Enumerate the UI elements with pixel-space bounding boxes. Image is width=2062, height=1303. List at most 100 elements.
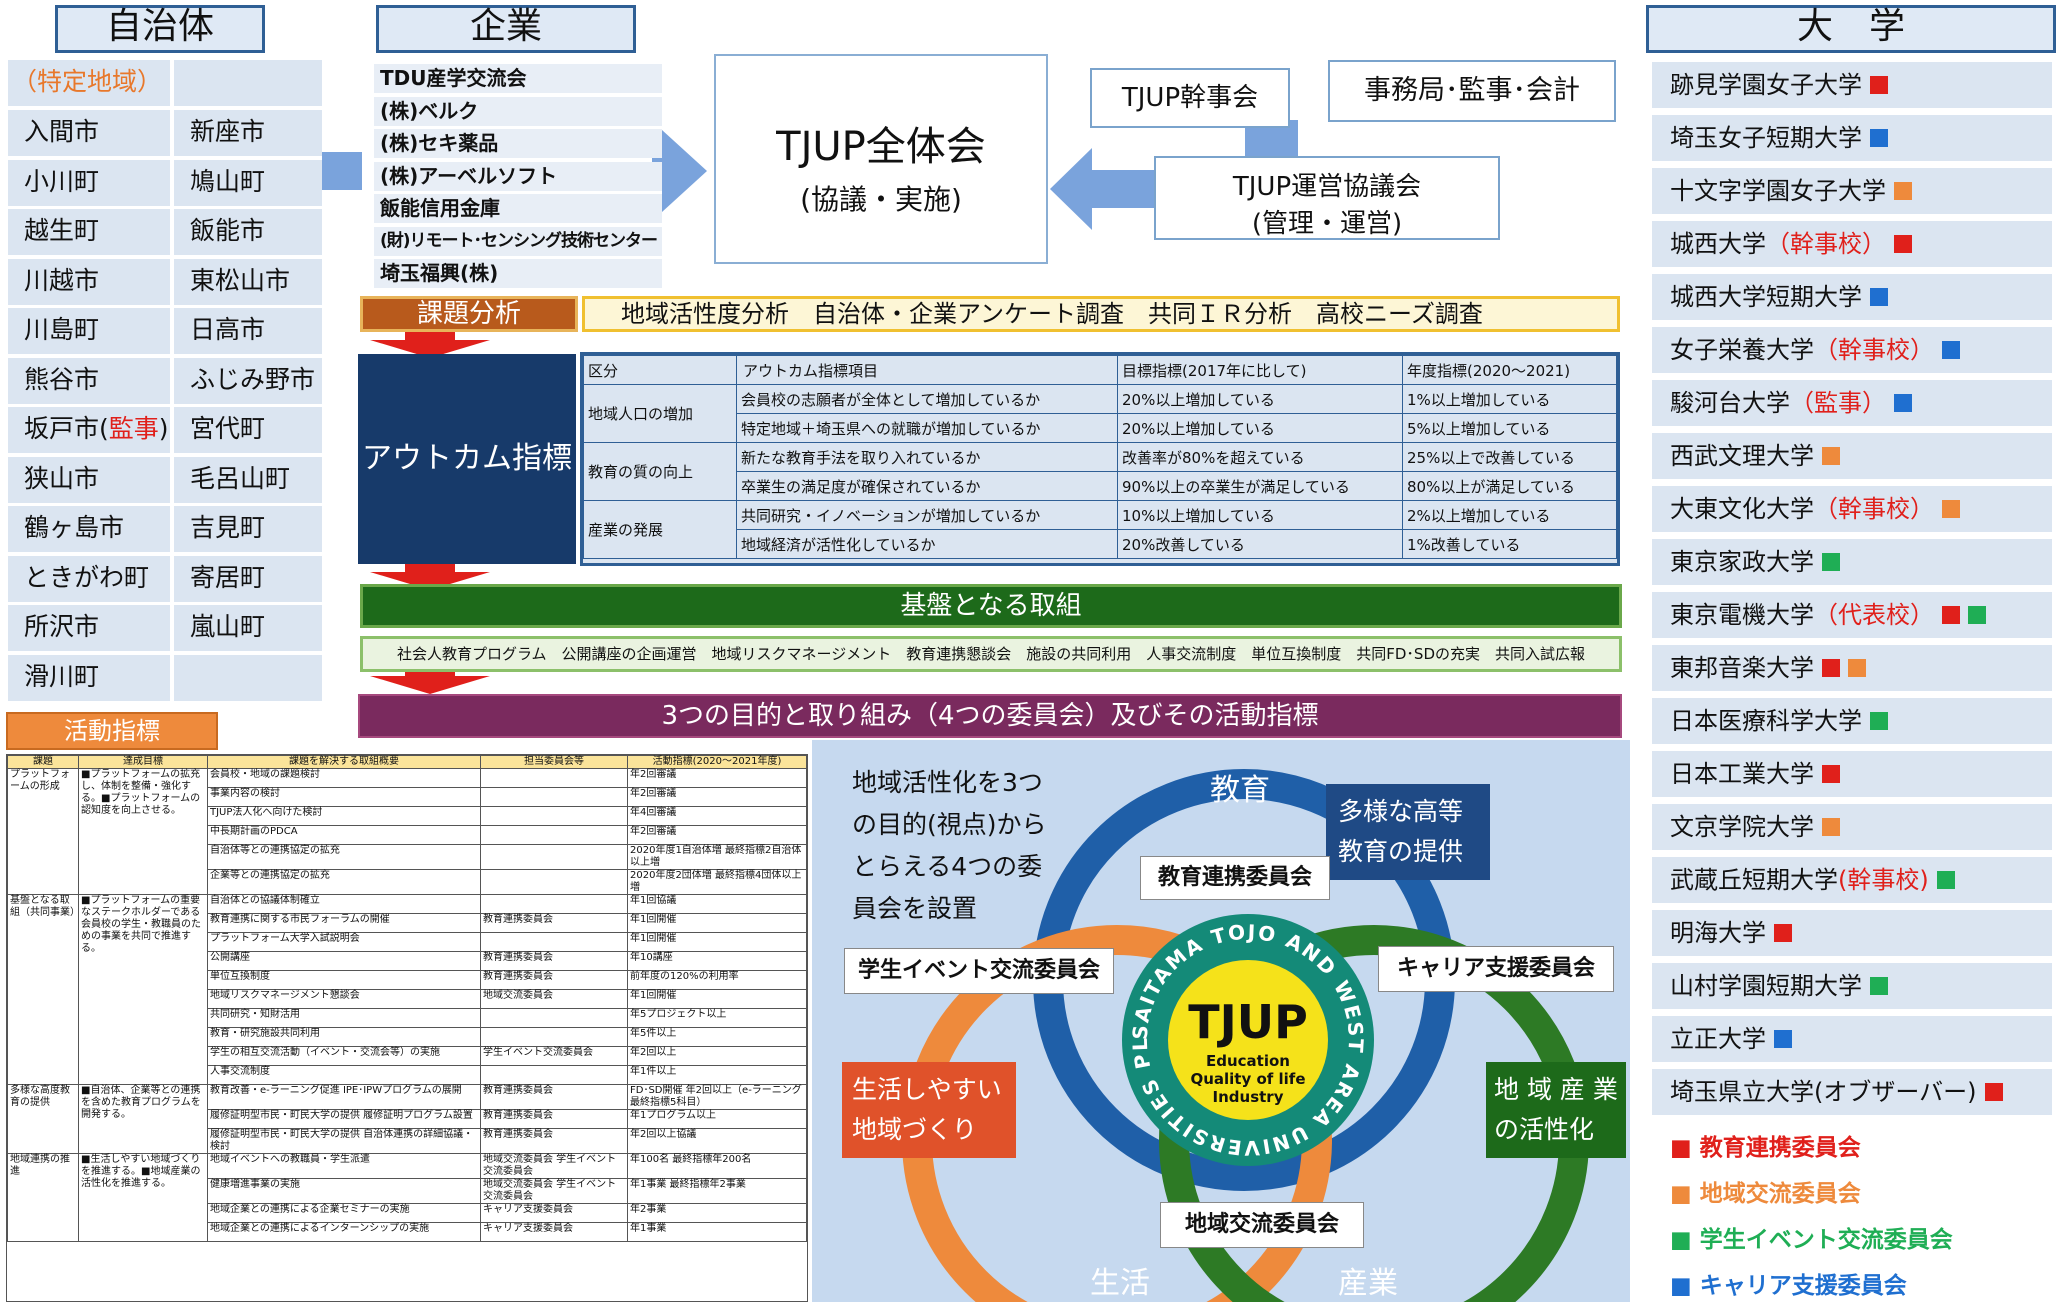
university-name: 武蔵丘短期大学 xyxy=(1670,866,1838,894)
legend-item: ■ キャリア支援委員会 xyxy=(1670,1273,1907,1299)
committee-career: キャリア支援委員会 xyxy=(1378,946,1614,992)
outcome-target: 20%以上増加している xyxy=(1117,384,1403,414)
municipality-item: 鶴ヶ島市 xyxy=(8,506,170,552)
university-item: 跡見学園女子大学 xyxy=(1652,62,2052,108)
outcome-item: 会員校の志願者が全体として増加しているか xyxy=(736,384,1118,414)
university-item: 山村学園短期大学 xyxy=(1652,963,2052,1009)
katsudo-action: 事業内容の検討 xyxy=(207,787,481,807)
katsudo-indicator: 年2回以上協議 xyxy=(627,1128,807,1154)
university-item: 西武文理大学 xyxy=(1652,433,2052,479)
kigyo-header: 企業 xyxy=(376,5,636,53)
committee-mark-icon xyxy=(1822,553,1840,571)
outcome-target: 20%改善している xyxy=(1117,529,1403,559)
katsudo-committee xyxy=(480,1008,628,1028)
katsudo-goal: ■プラットフォームの重要なステークホルダーである会員校の学生・教職員のための事業… xyxy=(78,894,208,1085)
katsudo-h2: 課題を解決する取組概要 xyxy=(207,755,481,769)
municipality-item: ふじみ野市 xyxy=(174,357,322,404)
municipality-item: 新座市 xyxy=(174,110,322,156)
university-item: 日本医療科学大学 xyxy=(1652,698,2052,744)
katsudo-goal: ■生活しやすい地域づくりを推進する。■地域産業の活性化を推進する。 xyxy=(78,1153,208,1242)
katsudo-row: 地域企業との連携による企業セミナーの実施キャリア支援委員会年2事業 xyxy=(8,1203,807,1223)
katsudo-committee: 教育連携委員会 xyxy=(480,970,628,990)
university-name: 跡見学園女子大学 xyxy=(1670,71,1862,99)
katsudo-indicator: 年1回協議 xyxy=(627,894,807,914)
university-role: (幹事校) xyxy=(1838,866,1929,894)
municipality-item: 坂戸市(監事) xyxy=(8,407,170,453)
katsudo-action: 人事交流制度 xyxy=(207,1065,481,1085)
katsudo-action: 会員校・地域の課題検討 xyxy=(207,768,481,788)
university-item: 城西大学（幹事校） xyxy=(1652,221,2052,267)
municipality-item: 所沢市 xyxy=(8,605,170,651)
legend-item: ■ 教育連携委員会 xyxy=(1670,1135,1861,1161)
text-line: 員会を設置 xyxy=(852,894,978,923)
committee-mark-icon xyxy=(1870,977,1888,995)
committee-kyoiku: 教育連携委員会 xyxy=(1140,856,1330,900)
katsudo-indicator: 年1回開催 xyxy=(627,913,807,933)
tjup-plenary-box: TJUP全体会 (協議・実施) xyxy=(714,54,1048,264)
university-name: 埼玉県立大学(オブザーバー) xyxy=(1670,1078,1977,1106)
seikatsu-label: 生活 xyxy=(1090,1266,1150,1301)
sangyo-label: 産業 xyxy=(1338,1266,1398,1301)
municipality-item: 東松山市 xyxy=(174,258,322,305)
katsudo-action: 公開講座 xyxy=(207,951,481,971)
katsudo-committee xyxy=(480,768,628,788)
katsudo-table-wrap: 課題 達成目標 課題を解決する取組概要 担当委員会等 活動指標(2020～202… xyxy=(6,754,808,1302)
university-item: 立正大学 xyxy=(1652,1016,2052,1062)
katsudo-action: 地域企業との連携によるインターンシップの実施 xyxy=(207,1222,481,1242)
committee-mark-icon xyxy=(1870,712,1888,730)
outcome-h1: アウトカム指標項目 xyxy=(736,355,1118,385)
university-item: 明海大学 xyxy=(1652,910,2052,956)
katsudo-h4: 活動指標(2020～2021年度) xyxy=(627,755,807,769)
text-line: の目的(視点)から xyxy=(852,810,1047,839)
katsudo-row: 多様な高度教育の提供■自治体、企業等との連携を含めた教育プログラムを開発する。教… xyxy=(7,1084,807,1154)
sangyo-box: 地 域 産 業の活性化 xyxy=(1486,1062,1626,1158)
katsudo-committee: 教育連携委員会 xyxy=(480,951,628,971)
katsudo-indicator: 年4回審議 xyxy=(627,806,807,826)
university-name: 城西大学短期大学 xyxy=(1670,283,1862,311)
katsudo-indicator: 年1プログラム以上 xyxy=(627,1109,807,1129)
unei-box: TJUP運営協議会 (管理・運営) xyxy=(1154,156,1500,240)
katsudo-committee xyxy=(480,932,628,952)
katsudo-action: 教育・研究施設共同利用 xyxy=(207,1027,481,1047)
katsudo-h0: 課題 xyxy=(7,755,79,769)
katsudo-row: 健康増進事業の実施地域交流委員会 学生イベント交流委員会年1事業 最終指標年2事… xyxy=(8,1178,807,1204)
katsudo-committee xyxy=(480,844,628,870)
university-name: 山村学園短期大学 xyxy=(1670,972,1862,1000)
katsudo-row: プラットフォームの形成■プラットフォームの拡充し、体制を整備・強化する。■プラッ… xyxy=(7,768,807,895)
katsudo-indicator: 年2回以上 xyxy=(627,1046,807,1066)
outcome-annual: 5%以上増加している xyxy=(1402,413,1617,443)
kiban-label: 基盤となる取組 xyxy=(360,584,1622,628)
kyoiku-label: 教育 xyxy=(1210,773,1270,808)
outcome-target: 20%以上増加している xyxy=(1117,413,1403,443)
katsudo-action: 地域イベントへの教職員・学生派遣 xyxy=(207,1153,481,1179)
university-item: 大東文化大学（幹事校） xyxy=(1652,486,2052,532)
municipality-item: ときがわ町 xyxy=(8,555,170,602)
outcome-table-wrap: 区分 アウトカム指標項目 目標指標(2017年に比して) 年度指標(2020～2… xyxy=(580,352,1620,566)
outcome-item: 新たな教育手法を取り入れているか xyxy=(736,442,1118,472)
university-item: 埼玉県立大学(オブザーバー) xyxy=(1652,1069,2052,1115)
municipality-item: 川越市 xyxy=(8,258,170,305)
katsudo-action: 自治体との協議体制確立 xyxy=(207,894,481,914)
university-role: （幹事校） xyxy=(1814,336,1934,364)
university-item: 武蔵丘短期大学(幹事校) xyxy=(1652,857,2052,903)
committee-mark-icon xyxy=(1774,924,1792,942)
katsudo-indicator: 年1回開催 xyxy=(627,989,807,1009)
jichitai-header: 自治体 xyxy=(55,5,265,53)
katsudo-committee: 教育連携委員会 xyxy=(480,913,628,933)
committee-mark-icon xyxy=(1894,394,1912,412)
katsudo-committee xyxy=(480,787,628,807)
katsudo-committee: 地域交流委員会 学生イベント交流委員会 xyxy=(480,1178,628,1204)
katsudo-indicator: 年1事業 xyxy=(627,1222,807,1242)
outcome-annual: 80%以上が満足している xyxy=(1402,471,1617,501)
committee-mark-icon xyxy=(1822,659,1840,677)
katsudo-row: 公開講座教育連携委員会年10講座 xyxy=(8,951,807,971)
outcome-group: 地域人口の増加 xyxy=(583,384,737,443)
katsudo-row: 基盤となる取組（共同事業）■プラットフォームの重要なステークホルダーである会員校… xyxy=(7,894,807,1085)
katsudo-action: 健康増進事業の実施 xyxy=(207,1178,481,1204)
kanji-box: TJUP幹事会 xyxy=(1090,68,1290,128)
university-role: （幹事校） xyxy=(1766,230,1886,258)
katsudo-action: 単位互換制度 xyxy=(207,970,481,990)
university-name: 埼玉女子短期大学 xyxy=(1670,124,1862,152)
